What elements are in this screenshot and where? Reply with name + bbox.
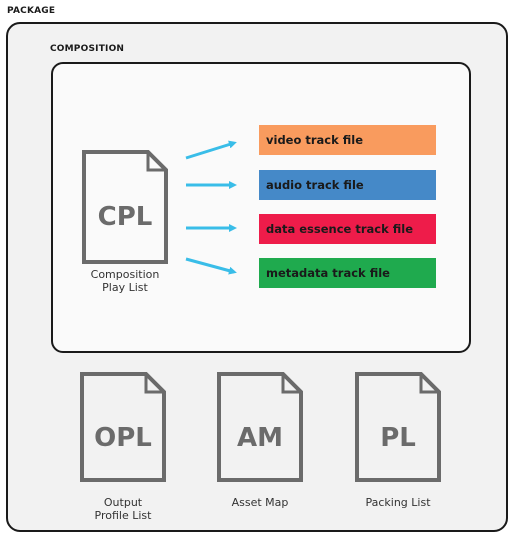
opl-document-icon: OPL bbox=[80, 372, 166, 482]
opl-abbrev: OPL bbox=[94, 423, 152, 453]
am-abbrev: AM bbox=[237, 423, 283, 453]
cpl-caption-line2: Play List bbox=[102, 281, 148, 294]
opl-caption-line2: Profile List bbox=[94, 509, 152, 522]
am-document-icon: AM bbox=[217, 372, 303, 482]
composition-label: COMPOSITION bbox=[50, 44, 125, 54]
cpl-abbrev: CPL bbox=[98, 202, 153, 232]
cpl-caption: Composition Play List bbox=[70, 268, 180, 294]
cpl-document-icon: CPL bbox=[82, 150, 168, 264]
package-label: PACKAGE bbox=[7, 6, 56, 16]
track-data-essence: data essence track file bbox=[259, 214, 436, 244]
arrows bbox=[185, 140, 237, 275]
track-audio: audio track file bbox=[259, 170, 436, 200]
arrow-to-video bbox=[185, 140, 237, 160]
arrow-to-metadata bbox=[185, 257, 237, 275]
am-caption: Asset Map bbox=[231, 496, 289, 509]
pl-caption: Packing List bbox=[365, 496, 431, 509]
track-metadata: metadata track file bbox=[259, 258, 436, 288]
pl-document-icon: PL bbox=[355, 372, 441, 482]
pl-abbrev: PL bbox=[380, 423, 416, 453]
cpl-caption-line1: Composition bbox=[90, 268, 160, 281]
opl-caption-line1: Output bbox=[103, 496, 143, 509]
track-video: video track file bbox=[259, 125, 436, 155]
opl-caption: Output Profile List bbox=[68, 496, 178, 522]
